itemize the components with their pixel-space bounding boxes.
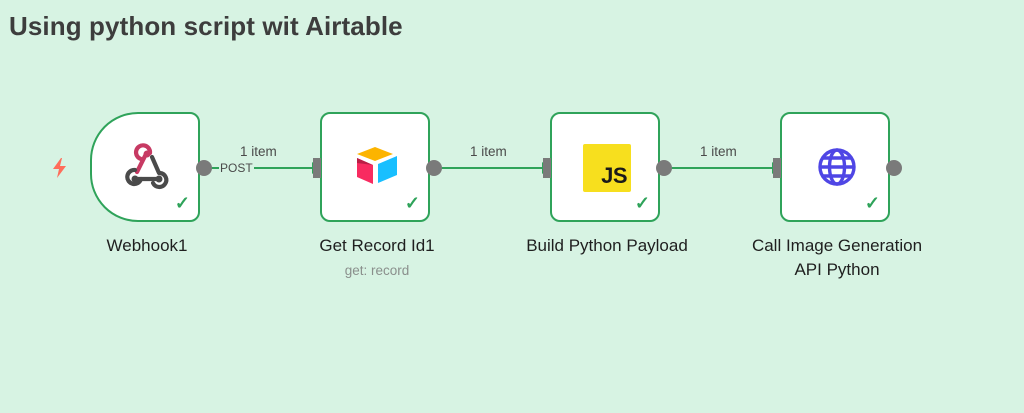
globe-icon: [818, 148, 856, 186]
trigger-bolt-icon: [53, 158, 66, 178]
node-build-python-payload-output-port[interactable]: [655, 159, 673, 177]
status-check-icon: ✓: [864, 193, 880, 213]
node-call-image-generation-api[interactable]: ✓: [780, 112, 890, 222]
node-call-image-generation-api-label: Call Image Generation API Python: [717, 234, 957, 282]
edge-build-payload-to-call-api[interactable]: [664, 162, 780, 174]
node-get-record-subtitle: get: record: [344, 263, 410, 278]
webhook-post-port-label: POST: [219, 161, 254, 175]
node-get-record-input-port[interactable]: [313, 158, 323, 178]
node-build-python-payload[interactable]: JS ✓: [550, 112, 660, 222]
status-check-icon: ✓: [174, 193, 190, 213]
node-get-record[interactable]: ✓: [320, 112, 430, 222]
node-webhook[interactable]: ✓: [90, 112, 200, 222]
status-check-icon: ✓: [404, 193, 420, 213]
node-get-record-label: Get Record Id1: [319, 236, 435, 255]
edge-2-item-count: 1 item: [470, 144, 507, 159]
node-call-image-generation-api-output-port[interactable]: [885, 159, 903, 177]
workflow-title: Using python script wit Airtable: [9, 11, 403, 41]
node-build-python-payload-label: Build Python Payload: [526, 236, 688, 255]
webhook-icon: [125, 143, 169, 190]
js-icon: JS: [583, 144, 631, 192]
js-icon-label: JS: [601, 163, 627, 188]
airtable-icon: [357, 147, 397, 184]
node-webhook-label: Webhook1: [106, 236, 188, 255]
status-check-icon: ✓: [634, 193, 650, 213]
node-call-image-generation-api-input-port[interactable]: [773, 158, 783, 178]
edge-3-item-count: 1 item: [700, 144, 737, 159]
edge-get-record-to-build-payload[interactable]: [434, 162, 550, 174]
node-label-line-1: Call Image Generation: [751, 236, 923, 255]
node-get-record-output-port[interactable]: [425, 159, 443, 177]
edge-1-item-count: 1 item: [240, 144, 277, 159]
node-build-python-payload-input-port[interactable]: [543, 158, 553, 178]
node-webhook-output-port[interactable]: [195, 159, 213, 177]
node-label-line-2: API Python: [794, 260, 880, 279]
